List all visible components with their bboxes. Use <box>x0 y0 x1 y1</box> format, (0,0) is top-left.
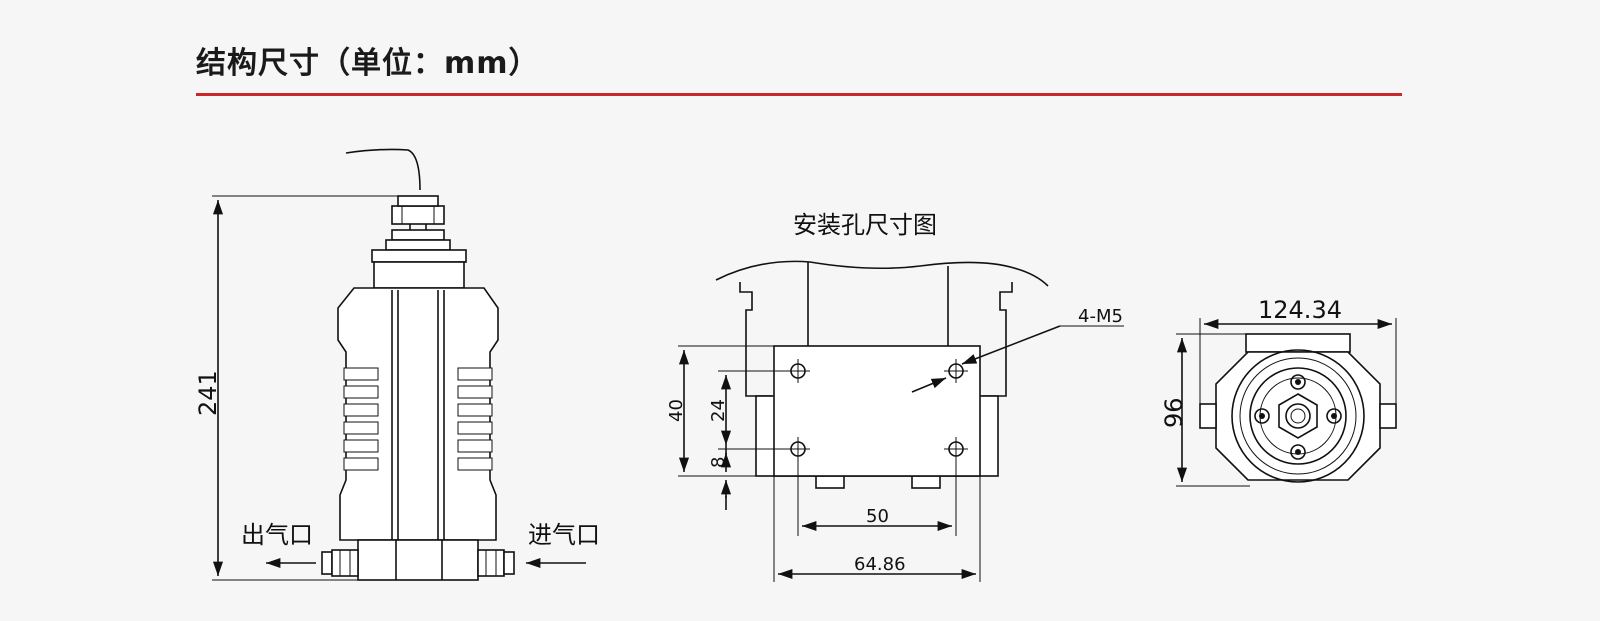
left-fins <box>343 367 379 471</box>
top-view: 124.34 96 <box>1160 296 1397 487</box>
inlet-label: 进气口 <box>528 521 600 549</box>
sensor-cable <box>345 148 421 191</box>
mounting-view: 安装孔尺寸图 4-M5 <box>666 211 1124 582</box>
side-view: 出气口 进气口 241 <box>194 148 600 581</box>
left-port <box>1199 403 1217 429</box>
inlet-fitting <box>477 549 515 577</box>
mount-view-title: 安装孔尺寸图 <box>793 211 937 239</box>
hole-callout: 4-M5 <box>1078 306 1123 327</box>
dim-8-value: 8 <box>708 457 729 468</box>
outlet-fitting <box>321 549 359 577</box>
outlet-label: 出气口 <box>241 521 313 549</box>
dim-50-value: 50 <box>866 506 889 527</box>
sensor-base <box>357 539 479 581</box>
top-body <box>1215 351 1381 481</box>
section-title: 结构尺寸（单位：mm） <box>196 46 540 81</box>
center-hex <box>1278 393 1318 439</box>
right-fins <box>457 367 493 471</box>
dim-40-value: 40 <box>666 399 687 422</box>
top-width-value: 124.34 <box>1258 296 1342 324</box>
title-underline <box>196 93 1402 96</box>
top-height-value: 96 <box>1160 397 1188 428</box>
sensor-body <box>337 287 499 541</box>
break-line <box>715 260 1049 287</box>
right-port <box>1379 403 1397 429</box>
height-dimension-value: 241 <box>194 370 222 416</box>
dim-6486-value: 64.86 <box>854 554 906 575</box>
dim-24-value: 24 <box>708 399 729 422</box>
cable-gland <box>391 205 445 225</box>
mounting-plate <box>773 345 981 477</box>
